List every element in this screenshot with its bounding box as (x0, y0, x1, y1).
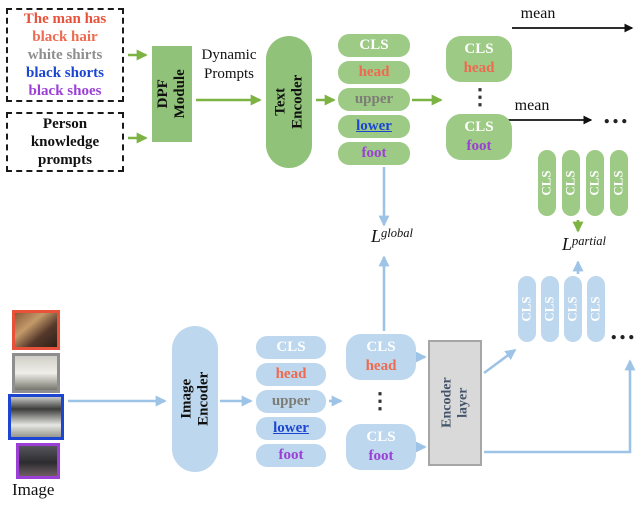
partial-text-cls-label: CLS (587, 170, 603, 196)
prompt-line: black shoes (28, 83, 102, 99)
mean-label-top: mean (520, 5, 556, 22)
person-image-4 (16, 443, 60, 479)
dpf-module-label: DPF (155, 79, 172, 109)
image-group-cls-label: CLS (366, 338, 396, 355)
ellipsis-bottom-right: … (609, 316, 637, 345)
image-group-cls-head: CLS head (346, 334, 416, 380)
dpf-module-label: Module (172, 69, 189, 119)
image-token-cls: CLS (256, 336, 326, 359)
arrow-encoder-layer-to-pills (483, 348, 517, 375)
person-image-3 (8, 394, 64, 440)
person-image-1 (12, 310, 60, 350)
partial-text-cls-pill: CLS (562, 150, 580, 216)
partial-image-cls-label: CLS (588, 296, 604, 322)
text-token-head: head (338, 61, 410, 84)
partial-text-cls-label: CLS (539, 170, 555, 196)
image-encoder-label: Encoder (195, 371, 212, 427)
prompt-line: white shirts (27, 47, 103, 63)
text-encoder: Text Encoder (266, 36, 312, 168)
prompt-line: black shorts (26, 65, 104, 81)
text-group-cls-foot: CLS foot (446, 114, 512, 160)
image-token-foot: foot (256, 444, 326, 467)
attribute-prompt-box: The man has black hair white shirts blac… (6, 8, 124, 102)
image-token-upper: upper (256, 390, 326, 413)
ellipsis-top-right: … (602, 100, 630, 129)
mean-label-bottom: mean (514, 97, 550, 114)
prompt-line: black hair (32, 29, 98, 45)
image-token-lower: lower (256, 417, 326, 440)
image-token-cls-label: CLS (276, 339, 306, 355)
prompt-line: The man has (23, 11, 107, 27)
loss-partial-subscript: partial (571, 234, 607, 248)
text-token-lower: lower (338, 115, 410, 138)
text-group-cls-head: CLS head (446, 36, 512, 82)
partial-image-cls-pill: CLS (541, 276, 559, 342)
image-token-upper-label: upper (271, 393, 311, 409)
text-encoder-label: Encoder (289, 74, 306, 130)
vertical-ellipsis: ⋮ (369, 388, 391, 413)
image-group-cls-label: CLS (366, 428, 396, 445)
image-token-head-label: head (275, 366, 307, 382)
text-token-foot-label: foot (361, 145, 387, 161)
loss-global-subscript: global (381, 226, 413, 240)
image-group-cls-foot: CLS foot (346, 424, 416, 470)
encoder-layer-label: Encoder layer (439, 377, 470, 429)
partial-image-cls-pill: CLS (587, 276, 605, 342)
partial-image-cls-label: CLS (565, 296, 581, 322)
partial-text-cls-label: CLS (611, 170, 627, 196)
loss-partial-symbol: L (561, 234, 572, 254)
dpf-module: DPF Module (152, 46, 192, 142)
vertical-ellipsis: ⋮ (469, 84, 491, 109)
image-token-lower-label: lower (273, 420, 309, 436)
text-group-cls-label: CLS (464, 40, 494, 57)
knowledge-prompt-label: Person knowledge prompts (30, 116, 100, 168)
image-token-foot-label: foot (278, 447, 304, 463)
image-encoder: Image Encoder (172, 326, 218, 472)
image-token-head: head (256, 363, 326, 386)
partial-image-cls-pill: CLS (518, 276, 536, 342)
text-token-cls-label: CLS (359, 37, 389, 53)
image-group-foot-label: foot (368, 448, 394, 464)
person-image-2 (12, 353, 60, 393)
text-token-upper-label: upper (354, 91, 394, 107)
text-encoder-label: Text (272, 88, 289, 116)
partial-text-cls-pill: CLS (586, 150, 604, 216)
text-group-cls-label: CLS (464, 118, 494, 135)
partial-image-cls-pill: CLS (564, 276, 582, 342)
dynamic-prompts-label: Dynamic Prompts (201, 47, 257, 82)
loss-global-symbol: L (371, 226, 382, 246)
arrow-encoder-layer-elbow (484, 359, 636, 454)
partial-text-cls-pill: CLS (610, 150, 628, 216)
image-caption: Image (12, 480, 55, 499)
text-group-foot-label: foot (466, 138, 492, 154)
text-group-head-label: head (463, 60, 495, 76)
partial-image-cls-label: CLS (542, 296, 558, 322)
text-token-upper: upper (338, 88, 410, 111)
knowledge-prompt-box: Person knowledge prompts (6, 112, 124, 172)
partial-text-cls-pill: CLS (538, 150, 556, 216)
encoder-layer: Encoder layer (428, 340, 482, 466)
partial-image-cls-label: CLS (519, 296, 535, 322)
text-token-lower-label: lower (356, 118, 392, 134)
image-encoder-label: Image (178, 379, 195, 420)
text-token-cls: CLS (338, 34, 410, 57)
partial-text-cls-label: CLS (563, 170, 579, 196)
image-group-head-label: head (365, 358, 397, 374)
text-token-head-label: head (358, 64, 390, 80)
text-token-foot: foot (338, 142, 410, 165)
